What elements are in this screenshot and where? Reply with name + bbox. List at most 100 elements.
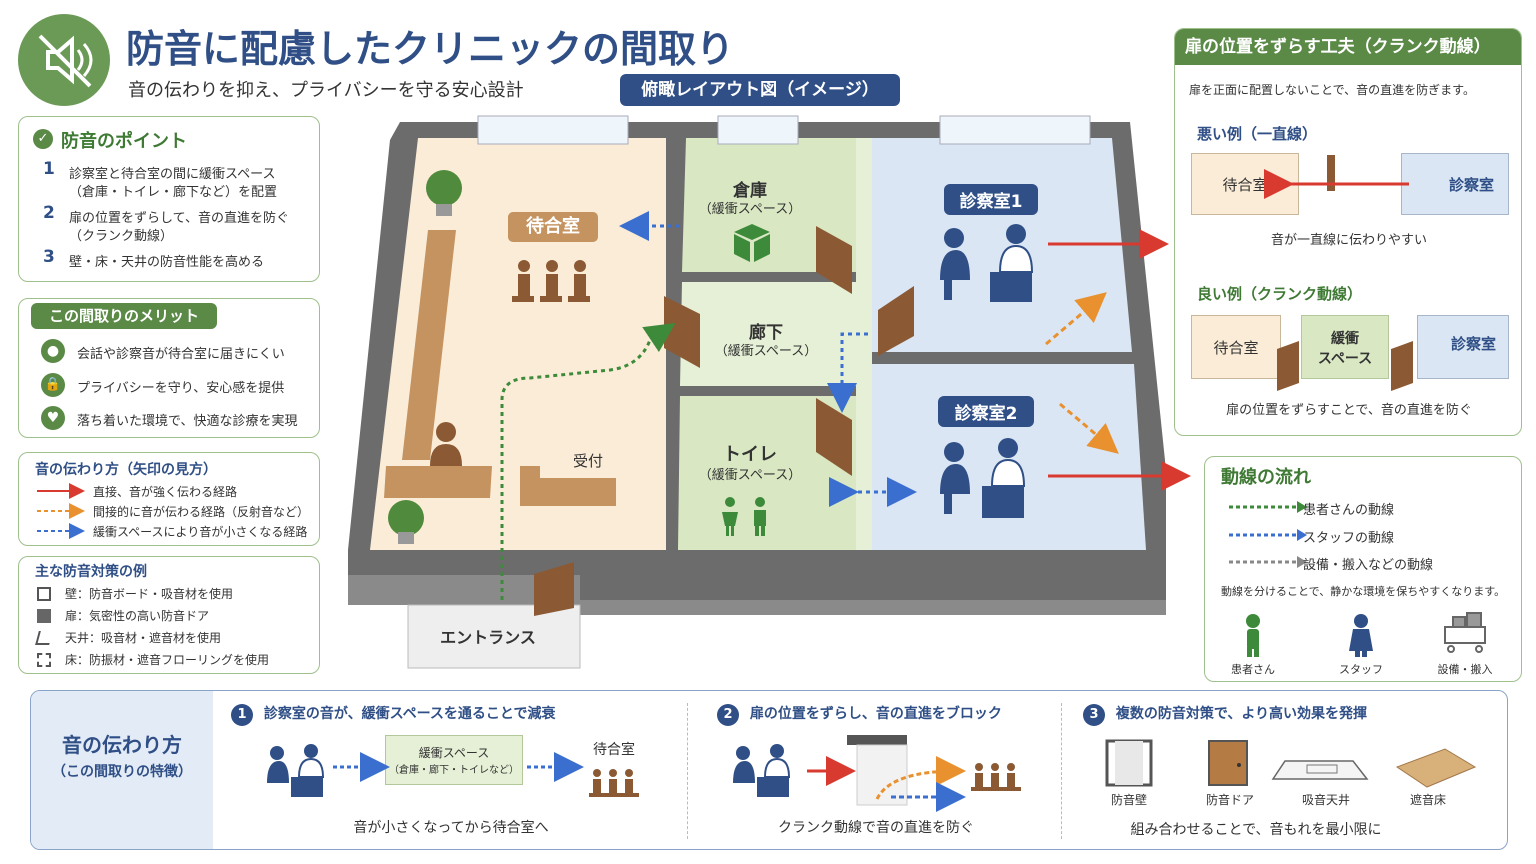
flow-person-label: 設備・搬入 <box>1437 663 1493 676</box>
flow-item: 設備・搬入などの動線 <box>1303 558 1434 573</box>
floor-icon <box>37 653 51 667</box>
measure-item: 扉：気密性の高い防音ドア <box>65 609 210 623</box>
points-card: ✓ 防音のポイント 1 診察室と待合室の間に緩衝スペース （倉庫・トイレ・廊下など）… <box>18 116 320 282</box>
section-number: 1 <box>231 704 253 726</box>
waiting-people-icon <box>512 260 590 302</box>
door <box>878 286 914 356</box>
patient-figure-icon <box>1246 614 1260 657</box>
crank-arrows <box>1264 169 1409 199</box>
crank-desc: 扉を正面に配置しないことで、音の直進を防ぎます。 <box>1189 83 1475 97</box>
corridor-label: 廊下 <box>749 323 783 343</box>
wall-block <box>847 735 907 745</box>
legend-item: 間接的に音が伝わる経路（反射音など） <box>93 505 310 519</box>
legend-title: 音の伝わり方（矢印の見方） <box>35 462 217 478</box>
good-example-title: 良い例（クランク動線） <box>1197 285 1363 303</box>
point-number: 1 <box>43 159 55 179</box>
section-2-title: 2 扉の位置をずらし、音の直進をブロック <box>717 703 1002 726</box>
measure-item: 床：防振材・遮音フローリングを使用 <box>65 653 270 667</box>
plant <box>426 170 462 206</box>
storage-label: 倉庫 <box>733 181 767 201</box>
points-title: 防音のポイント <box>61 131 187 152</box>
person-icon: ● <box>41 339 65 363</box>
flow-note: 動線を分けることで、静かな環境を保ちやすくなります。 <box>1221 585 1506 598</box>
good-buffer-label-1: 緩衝 <box>1331 331 1359 347</box>
point-text: 診察室と待合室の間に緩衝スペース <box>69 167 276 182</box>
legend-arrows <box>37 483 85 539</box>
reception-label: 受付 <box>572 452 603 470</box>
section-2-title-text: 扉の位置をずらし、音の直進をブロック <box>749 706 1002 722</box>
layout-tag: 俯瞰レイアウト図（イメージ） <box>620 74 900 106</box>
flow-item: スタッフの動線 <box>1303 531 1395 546</box>
measure-label: 防音壁 <box>1110 793 1147 807</box>
flow-title: 動線の流れ <box>1221 467 1311 488</box>
soundproof-floor-icon <box>1395 748 1477 788</box>
measures-card: 主な防音対策の例 壁：防音ボード・吸音材を使用 扉：気密性の高い防音ドア 天井：… <box>18 556 320 674</box>
bottom-graphics <box>267 735 1477 812</box>
merits-card: この間取りのメリット ● 会話や診察音が待合室に届きにくい 🔒 プライバシーを守… <box>18 298 320 438</box>
box-icon <box>734 224 770 262</box>
exam-room-1-floor <box>872 138 1132 352</box>
point-text-sub: （倉庫・トイレ・廊下など）を配置 <box>69 185 278 200</box>
exam-room-2-floor <box>872 364 1146 550</box>
indirect-sound-arrow <box>1045 292 1107 346</box>
heart-icon: ♥ <box>41 406 65 430</box>
measure-label: 遮音床 <box>1409 793 1446 807</box>
point-number: 2 <box>43 203 55 223</box>
lock-icon: 🔒 <box>41 373 65 397</box>
good-door <box>1391 340 1413 392</box>
divider <box>1061 703 1062 839</box>
bottom-panel: 音の伝わり方 （この間取りの特徴） 1 診察室の音が、緩衝スペースを通ることで減… <box>30 690 1508 850</box>
point-text: 扉の位置をずらして、音の直進を防ぐ <box>69 211 289 226</box>
merit-item: 会話や診察音が待合室に届きにくい <box>77 347 285 362</box>
wall-icon <box>37 587 51 601</box>
section-1-caption: 音が小さくなってから待合室へ <box>353 820 549 836</box>
good-exam-box: 診察室 <box>1417 315 1509 379</box>
measures-title: 主な防音対策の例 <box>35 564 147 580</box>
cart-icon <box>1444 612 1486 653</box>
corridor-sub-label: （緩衝スペース） <box>714 344 818 359</box>
flow-person-label: 患者さん <box>1231 663 1275 676</box>
waiting-room-label: 待合室 <box>508 212 598 242</box>
good-caption: 扉の位置をずらすことで、音の直進を防ぐ <box>1226 403 1472 418</box>
merit-item: プライバシーを守り、安心感を提供 <box>77 381 285 396</box>
legend-item: 直接、音が強く伝わる経路 <box>93 485 238 499</box>
measure-item: 壁：防音ボード・吸音材を使用 <box>65 587 234 601</box>
bad-door <box>1327 155 1335 191</box>
door-icon <box>37 609 51 623</box>
bottom-title-sub: （この間取りの特徴） <box>52 764 192 780</box>
point-number: 3 <box>43 247 55 267</box>
header-logo <box>18 14 110 106</box>
merit-item: 落ち着いた環境で、快適な診療を実現 <box>77 414 298 429</box>
toilet-sub-label: （緩衝スペース） <box>698 468 802 483</box>
indirect-sound-arrow <box>1059 402 1119 454</box>
crank-title: 扉の位置をずらす工夫（クランク動線） <box>1175 29 1521 65</box>
section-2-caption: クランク動線で音の直進を防ぐ <box>778 820 974 836</box>
section-number: 2 <box>717 704 739 726</box>
exam-room-2-label: 診察室2 <box>938 396 1034 427</box>
bad-example-title: 悪い例（一直線） <box>1197 125 1318 143</box>
staff-flow-arrow <box>827 332 868 413</box>
door <box>816 226 852 294</box>
storage-sub-label: （緩衝スペース） <box>698 202 802 217</box>
door <box>664 296 700 368</box>
acoustic-ceiling-icon <box>1271 760 1369 780</box>
good-buffer-label-2: スペース <box>1317 351 1373 367</box>
window <box>477 115 629 145</box>
point-text-sub: （クランク動線） <box>69 229 174 244</box>
section-1-waiting: 待合室 <box>593 742 635 758</box>
buffer-box: 緩衝スペース （倉庫・廊下・トイレなど） <box>385 735 523 785</box>
point-text: 壁・床・天井の防音性能を高める <box>69 255 265 270</box>
consultation-icon <box>940 224 1034 302</box>
consultation-icon <box>733 744 791 797</box>
check-icon: ✓ <box>33 129 53 149</box>
exam-room-1-label: 診察室1 <box>944 184 1038 215</box>
legend-card: 音の伝わり方（矢印の見方） 直接、音が強く伝わる経路 間接的に音が伝わる経路（反… <box>18 452 320 546</box>
window <box>717 115 799 145</box>
page-subtitle: 音の伝わりを抑え、プライバシーを守る安心設計 <box>128 80 524 101</box>
entrance-label: エントランス <box>440 628 536 647</box>
ceiling-icon <box>35 631 53 645</box>
waiting-people-icon <box>589 769 639 797</box>
measure-item: 天井：吸音材・遮音材を使用 <box>65 631 222 645</box>
reception-counter <box>384 466 492 498</box>
receptionist-icon <box>430 422 462 466</box>
